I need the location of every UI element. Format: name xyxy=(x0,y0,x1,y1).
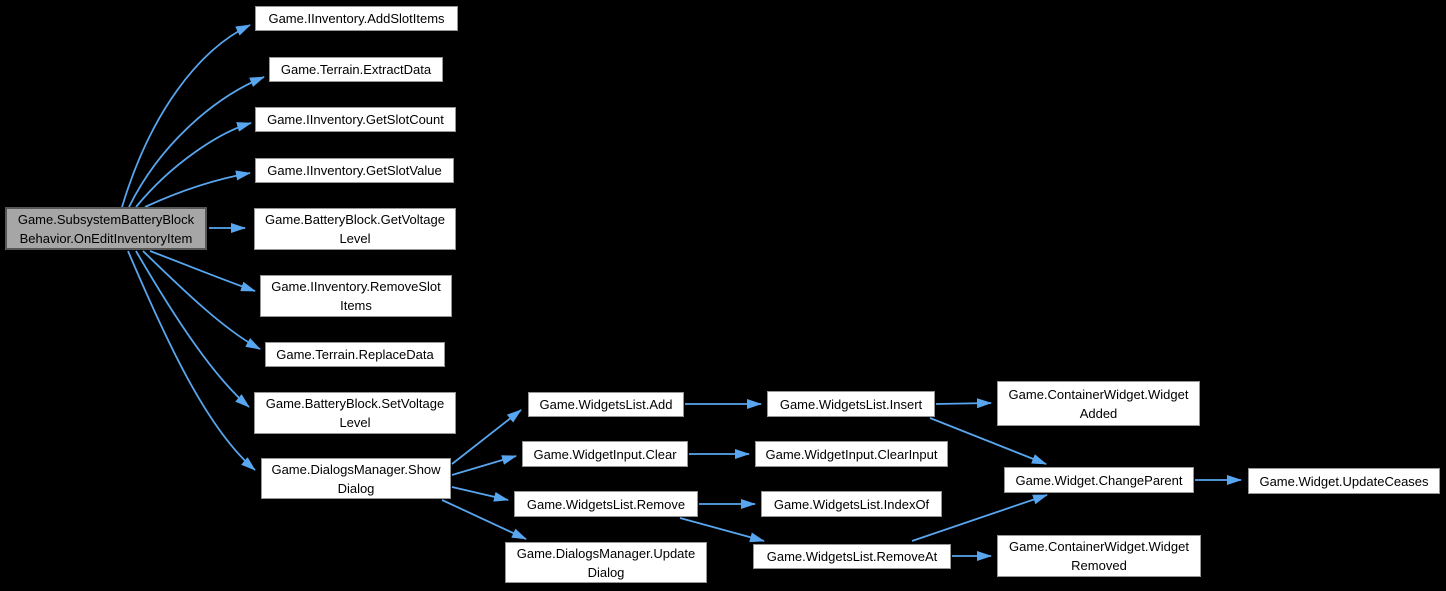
node-batteryblock-setvoltagelevel[interactable]: Game.BatteryBlock.SetVoltage Level xyxy=(254,392,456,434)
edge-main-to-getslotvalue xyxy=(144,170,251,208)
edge-main-to-removeslotitems xyxy=(149,250,256,292)
node-widgetinput-clearinput[interactable]: Game.WidgetInput.ClearInput xyxy=(755,441,948,467)
edge-main-to-addslotitems xyxy=(121,24,251,208)
node-widgetslist-indexof[interactable]: Game.WidgetsList.IndexOf xyxy=(761,491,942,517)
node-main-oneditinventoryitem: Game.SubsystemBatteryBlock Behavior.OnEd… xyxy=(5,207,207,250)
edge-main-to-getslotcount xyxy=(135,122,252,208)
edge-main-to-replacedata xyxy=(142,250,261,350)
node-iinventory-getslotvalue[interactable]: Game.IInventory.GetSlotValue xyxy=(255,158,454,183)
edge-main-to-showdialog xyxy=(127,250,256,471)
node-widgetslist-removeat[interactable]: Game.WidgetsList.RemoveAt xyxy=(753,544,951,569)
node-batteryblock-getvoltagelevel[interactable]: Game.BatteryBlock.GetVoltage Level xyxy=(254,208,456,250)
node-containerwidget-widgetremoved[interactable]: Game.ContainerWidget.Widget Removed xyxy=(997,535,1201,577)
edge-showdialog-to-widgetslist-remove xyxy=(451,486,509,502)
node-iinventory-getslotcount[interactable]: Game.IInventory.GetSlotCount xyxy=(255,107,456,132)
node-widget-updateceases[interactable]: Game.Widget.UpdateCeases xyxy=(1248,468,1440,494)
edge-showdialog-to-updatedialog xyxy=(441,499,527,540)
node-dialogsmanager-showdialog[interactable]: Game.DialogsManager.Show Dialog xyxy=(261,458,451,499)
edge-insert-to-changeparent xyxy=(929,417,1047,465)
edge-main-to-setvoltagelevel xyxy=(135,250,250,408)
edge-main-to-extractdata xyxy=(128,76,265,208)
edge-remove-to-removeat xyxy=(679,517,765,543)
node-widget-changeparent[interactable]: Game.Widget.ChangeParent xyxy=(1004,467,1194,493)
node-iinventory-addslotitems[interactable]: Game.IInventory.AddSlotItems xyxy=(255,6,458,31)
edge-insert-to-widgetadded xyxy=(935,398,992,409)
node-widgetslist-add[interactable]: Game.WidgetsList.Add xyxy=(528,392,684,417)
node-containerwidget-widgetadded[interactable]: Game.ContainerWidget.Widget Added xyxy=(997,381,1200,426)
edge-showdialog-to-widgetinput-clear xyxy=(451,455,517,476)
node-widgetinput-clear[interactable]: Game.WidgetInput.Clear xyxy=(522,441,688,467)
edge-showdialog-to-widgetslist-add xyxy=(451,409,522,465)
node-dialogsmanager-updatedialog[interactable]: Game.DialogsManager.Update Dialog xyxy=(505,542,707,583)
node-widgetslist-insert[interactable]: Game.WidgetsList.Insert xyxy=(767,391,935,417)
node-terrain-replacedata[interactable]: Game.Terrain.ReplaceData xyxy=(265,342,445,367)
node-iinventory-removeslotitems[interactable]: Game.IInventory.RemoveSlot Items xyxy=(260,275,452,317)
node-terrain-extractdata[interactable]: Game.Terrain.ExtractData xyxy=(269,57,443,82)
node-widgetslist-remove[interactable]: Game.WidgetsList.Remove xyxy=(514,491,698,517)
edge-removeat-to-changeparent xyxy=(911,494,1048,542)
